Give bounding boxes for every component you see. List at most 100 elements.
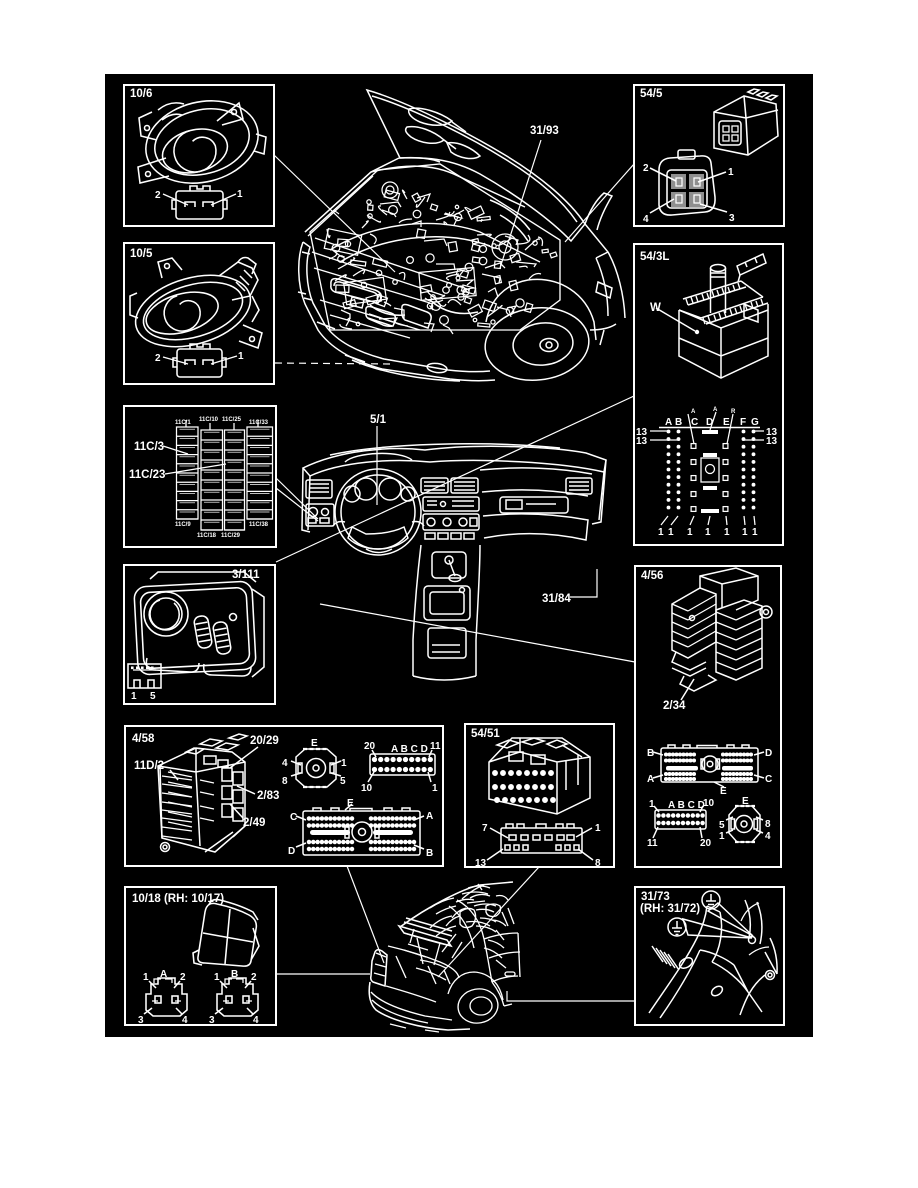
svg-text:54/3L: 54/3L — [640, 251, 669, 263]
svg-text:1: 1 — [131, 691, 137, 702]
svg-text:A: A — [426, 811, 433, 822]
svg-text:1: 1 — [649, 799, 655, 810]
svg-text:1: 1 — [668, 527, 674, 538]
svg-text:11C/25: 11C/25 — [222, 417, 242, 423]
svg-text:13: 13 — [636, 427, 648, 438]
svg-text:11: 11 — [430, 741, 441, 752]
svg-text:10/6: 10/6 — [130, 88, 152, 100]
svg-text:A: A — [647, 774, 654, 785]
svg-text:11C/33: 11C/33 — [249, 420, 269, 426]
svg-text:D: D — [765, 748, 772, 759]
svg-text:5: 5 — [150, 691, 156, 702]
svg-text:11C/1: 11C/1 — [175, 420, 191, 426]
svg-text:G: G — [751, 417, 759, 428]
svg-text:W: W — [650, 302, 661, 314]
svg-text:54/5: 54/5 — [640, 88, 663, 100]
svg-text:20/29: 20/29 — [250, 735, 279, 747]
svg-text:8: 8 — [595, 858, 601, 869]
svg-text:3: 3 — [729, 213, 735, 224]
svg-text:7: 7 — [482, 823, 488, 834]
svg-text:1: 1 — [595, 823, 601, 834]
svg-text:10/18 (RH: 10/17): 10/18 (RH: 10/17) — [132, 893, 224, 905]
svg-text:2: 2 — [155, 190, 161, 201]
svg-text:31/73: 31/73 — [641, 891, 670, 903]
svg-text:A: A — [160, 969, 167, 980]
svg-text:E: E — [311, 738, 318, 749]
svg-text:1: 1 — [237, 189, 243, 200]
svg-text:11C/9: 11C/9 — [175, 522, 191, 528]
svg-text:C: C — [765, 774, 772, 785]
svg-text:1: 1 — [742, 527, 748, 538]
svg-text:1: 1 — [238, 351, 244, 362]
svg-text:A: A — [713, 407, 718, 413]
svg-text:1: 1 — [719, 831, 725, 842]
svg-text:5: 5 — [719, 820, 725, 831]
svg-text:11C/3: 11C/3 — [134, 441, 164, 453]
svg-text:1: 1 — [214, 972, 220, 983]
svg-text:4/56: 4/56 — [641, 570, 663, 582]
svg-text:3/111: 3/111 — [232, 569, 260, 581]
svg-text:F: F — [740, 417, 746, 428]
svg-text:13: 13 — [475, 858, 487, 869]
svg-text:1: 1 — [341, 758, 347, 769]
svg-text:4: 4 — [765, 831, 771, 842]
svg-text:1: 1 — [143, 972, 149, 983]
svg-text:2/83: 2/83 — [257, 790, 279, 802]
svg-text:11C/38: 11C/38 — [249, 522, 269, 528]
svg-text:3: 3 — [138, 1015, 144, 1026]
svg-text:A B C D: A B C D — [668, 800, 705, 811]
svg-text:1: 1 — [752, 527, 758, 538]
svg-text:2: 2 — [155, 353, 161, 364]
svg-text:1: 1 — [658, 527, 664, 538]
svg-text:5: 5 — [340, 776, 346, 787]
svg-text:54/51: 54/51 — [471, 728, 500, 740]
svg-text:1: 1 — [687, 527, 693, 538]
svg-text:B: B — [675, 417, 682, 428]
svg-text:11: 11 — [647, 838, 658, 849]
svg-text:10: 10 — [361, 783, 373, 794]
svg-text:10/5: 10/5 — [130, 248, 153, 260]
svg-text:1: 1 — [705, 527, 711, 538]
svg-text:20: 20 — [700, 838, 712, 849]
svg-text:1: 1 — [724, 527, 730, 538]
svg-text:11D/2: 11D/2 — [134, 760, 164, 772]
svg-text:E: E — [347, 798, 354, 809]
svg-text:4/58: 4/58 — [132, 733, 155, 745]
svg-text:R: R — [731, 409, 736, 415]
svg-text:1: 1 — [432, 783, 438, 794]
svg-text:13: 13 — [766, 427, 778, 438]
svg-text:11C/10: 11C/10 — [199, 417, 219, 423]
svg-text:11C/29: 11C/29 — [221, 533, 241, 539]
svg-text:B: B — [426, 848, 433, 859]
svg-text:E: E — [742, 796, 749, 807]
svg-text:B: B — [231, 969, 238, 980]
svg-text:2: 2 — [643, 163, 649, 174]
svg-text:8: 8 — [282, 776, 288, 787]
svg-text:8: 8 — [765, 819, 771, 830]
svg-text:11C/18: 11C/18 — [197, 533, 217, 539]
svg-text:(RH: 31/72): (RH: 31/72) — [640, 903, 700, 915]
svg-text:4: 4 — [643, 214, 649, 225]
svg-text:4: 4 — [253, 1015, 259, 1026]
svg-text:A B C D: A B C D — [391, 744, 428, 755]
svg-text:4: 4 — [282, 758, 288, 769]
svg-text:2: 2 — [251, 972, 257, 983]
svg-text:2: 2 — [180, 972, 186, 983]
svg-text:C: C — [290, 812, 297, 823]
svg-text:3: 3 — [209, 1015, 215, 1026]
svg-text:A: A — [665, 417, 672, 428]
svg-text:1: 1 — [728, 167, 734, 178]
svg-text:31/84: 31/84 — [542, 593, 571, 605]
svg-text:C: C — [691, 417, 698, 428]
svg-text:5/1: 5/1 — [370, 414, 387, 426]
svg-text:31/93: 31/93 — [530, 125, 559, 137]
svg-text:D: D — [288, 846, 295, 857]
svg-text:D: D — [706, 417, 713, 428]
svg-text:B: B — [647, 748, 654, 759]
svg-text:E: E — [720, 786, 727, 797]
svg-text:2/34: 2/34 — [663, 700, 686, 712]
svg-text:2/49: 2/49 — [243, 817, 265, 829]
svg-text:4: 4 — [182, 1015, 188, 1026]
svg-text:A: A — [691, 409, 696, 415]
svg-text:13: 13 — [766, 436, 778, 447]
